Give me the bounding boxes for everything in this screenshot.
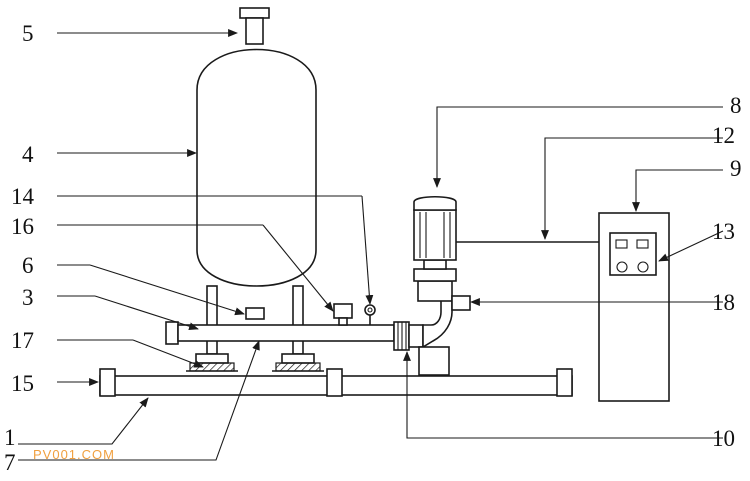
label-14: 14 — [11, 184, 35, 209]
callout-labels: 5 4 14 16 6 3 17 15 1 7 8 12 9 13 18 10 — [4, 21, 742, 475]
flexible-joint — [393, 321, 424, 351]
label-12: 12 — [712, 123, 735, 148]
valve-and-gauge — [333, 303, 376, 326]
label-13: 13 — [712, 219, 735, 244]
pressure-tank — [196, 7, 317, 287]
tank-outlet — [245, 307, 265, 320]
label-16: 16 — [11, 214, 34, 239]
label-7: 7 — [4, 450, 16, 475]
base-frame — [99, 368, 573, 397]
label-3: 3 — [22, 285, 34, 310]
label-18: 18 — [712, 290, 735, 315]
label-4: 4 — [22, 142, 34, 167]
label-6: 6 — [22, 253, 34, 278]
leader-lines — [18, 29, 724, 461]
tank-supports — [186, 285, 324, 372]
label-15: 15 — [11, 371, 34, 396]
label-1: 1 — [4, 425, 16, 450]
label-17: 17 — [11, 328, 34, 353]
main-pipe — [165, 321, 395, 345]
watermark: PV001.COM — [33, 447, 115, 462]
control-cabinet — [456, 212, 670, 402]
label-5: 5 — [22, 21, 34, 46]
label-10: 10 — [712, 426, 735, 451]
pump-assembly — [413, 195, 471, 376]
label-8: 8 — [730, 93, 742, 118]
label-9: 9 — [730, 156, 742, 181]
